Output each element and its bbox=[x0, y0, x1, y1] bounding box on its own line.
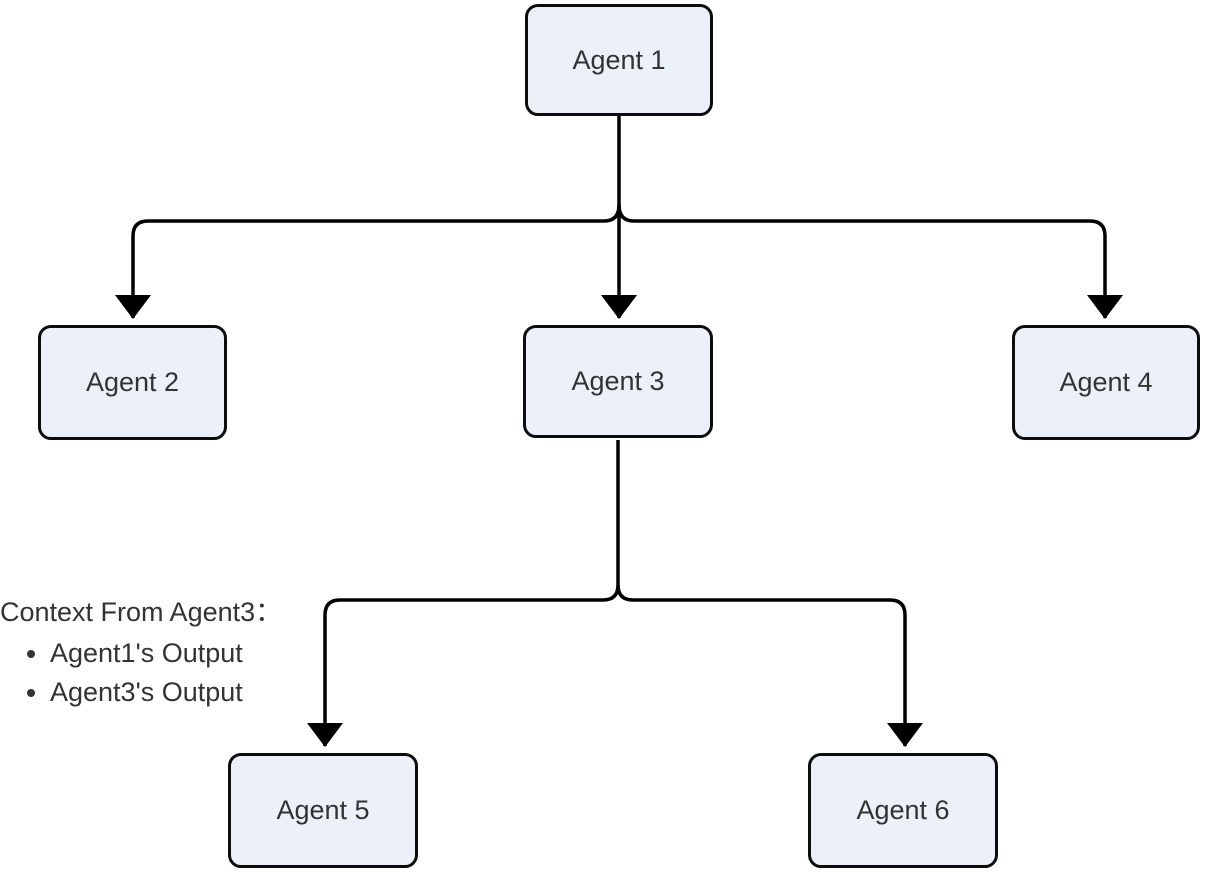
context-annotation: Context From Agent3： Agent1's Output Age… bbox=[0, 594, 310, 712]
node-agent-2: Agent 2 bbox=[38, 325, 227, 440]
node-agent-5-label: Agent 5 bbox=[276, 795, 370, 825]
context-annotation-item: Agent1's Output bbox=[50, 634, 310, 673]
edge-agent1-agent2 bbox=[115, 204, 621, 319]
context-annotation-item: Agent3's Output bbox=[50, 673, 310, 712]
node-agent-3: Agent 3 bbox=[523, 325, 713, 438]
node-agent-6: Agent 6 bbox=[808, 753, 998, 868]
edge-agent1-agent4 bbox=[617, 204, 1123, 319]
node-agent-1-label: Agent 1 bbox=[572, 44, 666, 75]
context-annotation-list: Agent1's Output Agent3's Output bbox=[0, 634, 310, 712]
node-agent-6-label: Agent 6 bbox=[856, 795, 950, 825]
node-agent-4: Agent 4 bbox=[1012, 325, 1200, 440]
node-agent-2-label: Agent 2 bbox=[85, 367, 180, 397]
context-annotation-title: Context From Agent3： bbox=[0, 597, 283, 627]
edge-agent3-agent5 bbox=[307, 584, 620, 747]
node-agent-5: Agent 5 bbox=[228, 753, 418, 868]
node-agent-1: Agent 1 bbox=[525, 4, 713, 116]
node-agent-4-label: Agent 4 bbox=[1059, 367, 1153, 397]
node-agent-3-label: Agent 3 bbox=[571, 366, 665, 396]
edge-agent3-agent6 bbox=[616, 584, 923, 747]
